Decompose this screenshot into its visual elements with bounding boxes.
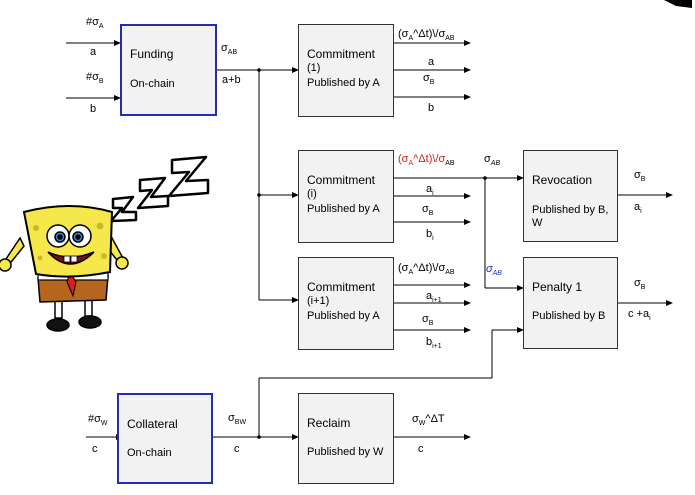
node-commitment-i-plus-1-index: (i+1): [307, 295, 330, 307]
label-ci-b-i: bi: [426, 228, 434, 242]
label-ci-timelock: (σA^Δt)\/σAB: [398, 153, 455, 167]
label-ci-sigma-ab: σAB: [484, 153, 501, 167]
label-rev-a-i: ai: [634, 201, 642, 215]
label-input-c: c: [92, 443, 98, 455]
node-funding-subtitle: On-chain: [130, 78, 175, 90]
label-input-a: a: [90, 46, 97, 58]
label-cip1-b: bi+1: [426, 336, 442, 350]
label-hash-sigma-a: #σA: [86, 16, 104, 30]
sleeping-character-illustration: [0, 155, 210, 332]
node-penalty-1: Penalty 1 Published by B: [523, 257, 618, 349]
node-commitment-i-subtitle: Published by A: [307, 203, 380, 215]
node-collateral-title: Collateral: [127, 417, 178, 431]
character-legs: [46, 297, 102, 332]
label-cip1-sigma-b: σB: [422, 313, 434, 327]
label-pen-c-plus-a-i: c +ai: [628, 308, 651, 322]
label-cip1-timelock: (σA^Δt)\/σAB: [398, 262, 455, 276]
node-reclaim-subtitle: Published by W: [307, 446, 384, 458]
label-c1-sigma-b: σB: [423, 72, 435, 86]
character-eyes: [46, 224, 92, 248]
label-reclaim-timelock: σW^ΔT: [412, 413, 445, 427]
node-commitment-i-title: Commitment: [307, 173, 376, 187]
node-revocation: Revocation Published by B, W: [523, 150, 618, 242]
node-commitment-1-index: (1): [307, 62, 321, 74]
label-c1-timelock: (σA^Δt)\/σAB: [398, 28, 455, 42]
label-a-plus-b: a+b: [222, 74, 241, 86]
node-commitment-1-subtitle: Published by A: [307, 77, 380, 89]
node-commitment-i: Commitment (i) Published by A: [298, 150, 394, 243]
node-commitment-i-index: (i): [307, 188, 317, 200]
node-commitment-1-title: Commitment: [307, 47, 376, 61]
node-collateral-subtitle: On-chain: [127, 447, 172, 459]
node-penalty-1-title: Penalty 1: [532, 280, 583, 294]
node-collateral: Collateral On-chain: [117, 393, 213, 484]
label-collateral-c: c: [234, 443, 240, 455]
node-reclaim-title: Reclaim: [307, 416, 351, 430]
label-input-b: b: [90, 103, 97, 115]
label-c1-a: a: [428, 56, 435, 68]
label-ci-a-i: ai: [426, 183, 434, 197]
node-revocation-title: Revocation: [532, 173, 593, 187]
label-hash-sigma-w: #σW: [88, 413, 108, 427]
node-reclaim: Reclaim Published by W: [298, 393, 394, 484]
label-rev-sigma-b: σB: [634, 169, 646, 183]
node-funding-title: Funding: [130, 47, 174, 61]
label-reclaim-c: c: [418, 443, 424, 455]
label-sigma-bw: σBW: [228, 412, 247, 426]
node-commitment-1: Commitment (1) Published by A: [298, 24, 394, 117]
sleep-zzz-icon: [109, 155, 210, 223]
label-sigma-ab-funding: σAB: [221, 42, 238, 56]
node-commitment-i-plus-1-title: Commitment: [307, 280, 376, 294]
label-pen-sigma-b: σB: [634, 277, 646, 291]
node-revocation-subtitle-1: Published by B,: [532, 204, 609, 216]
label-cip1-a: ai+1: [426, 290, 442, 304]
node-penalty-1-subtitle: Published by B: [532, 310, 606, 322]
node-commitment-i-plus-1: Commitment (i+1) Published by A: [298, 257, 394, 350]
node-funding: Funding On-chain: [120, 24, 217, 116]
label-c1-b: b: [428, 102, 435, 114]
node-commitment-i-plus-1-subtitle: Published by A: [307, 310, 380, 322]
corner-mark: [664, 0, 692, 8]
label-ci-sigma-b: σB: [422, 203, 434, 217]
label-hash-sigma-b: #σB: [86, 71, 104, 85]
label-penalty-sigma-ab: σAB: [486, 263, 502, 277]
node-revocation-subtitle-2: W: [532, 217, 543, 229]
